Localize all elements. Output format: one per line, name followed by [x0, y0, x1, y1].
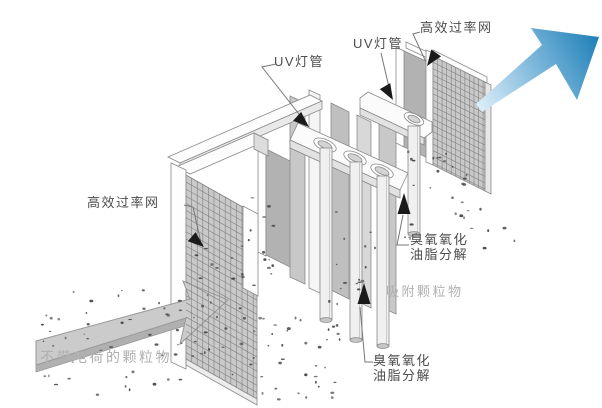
right-mesh-grid	[433, 56, 485, 191]
left-mesh-grid	[186, 175, 257, 399]
label-filter-mesh-left: 高效过率网	[87, 195, 160, 210]
arrow-up-icon	[357, 283, 371, 304]
particles	[40, 150, 516, 401]
label-ozone-bottom-line1: 臭氧氧化	[373, 353, 432, 368]
leader-line	[183, 204, 202, 244]
label-uv-lamp-top: UV灯管	[274, 54, 325, 69]
uv-lamp-tube	[319, 147, 333, 323]
leader-line	[261, 63, 307, 124]
label-ozone-right-line2: 油脂分解	[410, 247, 469, 262]
leader-line	[412, 31, 427, 63]
right-uv-lamp-tube	[407, 125, 421, 237]
label-ozone-right: 臭氧氧化 油脂分解	[410, 232, 468, 262]
lamp-mounting-bar	[289, 122, 409, 199]
leader-line	[396, 214, 409, 246]
incoming-air-arrow	[35, 280, 229, 373]
arrow-down-right-icon	[379, 83, 393, 100]
label-uv-lamp-right: UV灯管	[353, 36, 404, 51]
label-ozone-bottom: 臭氧氧化 油脂分解	[373, 353, 431, 383]
leader-lines	[183, 31, 427, 363]
label-adsorbed-particles: 吸附颗粒物	[386, 284, 464, 299]
left-mesh-frame-edges	[185, 205, 259, 406]
uv-lamp-tubes	[319, 147, 390, 349]
leader-line	[359, 306, 373, 363]
arrow-down-left-icon	[427, 49, 442, 66]
arrow-down-right-icon	[293, 111, 309, 127]
uv-lamp-tube	[376, 175, 390, 349]
arrow-down-right-icon	[187, 232, 204, 247]
annotation-arrows	[187, 49, 442, 304]
arrow-up-icon	[397, 193, 411, 214]
label-filter-mesh-top-right: 高效过率网	[420, 20, 493, 35]
label-uncharged-particles: 不带电荷的颗粒物	[40, 349, 172, 365]
left-back-plate	[257, 144, 293, 269]
uv-lamp-tube	[349, 161, 363, 343]
mounting-hole	[403, 112, 425, 126]
label-ozone-bottom-line2: 油脂分解	[373, 368, 432, 383]
clean-air-out-arrow	[476, 28, 599, 112]
label-ozone-right-line1: 臭氧氧化	[410, 232, 469, 247]
